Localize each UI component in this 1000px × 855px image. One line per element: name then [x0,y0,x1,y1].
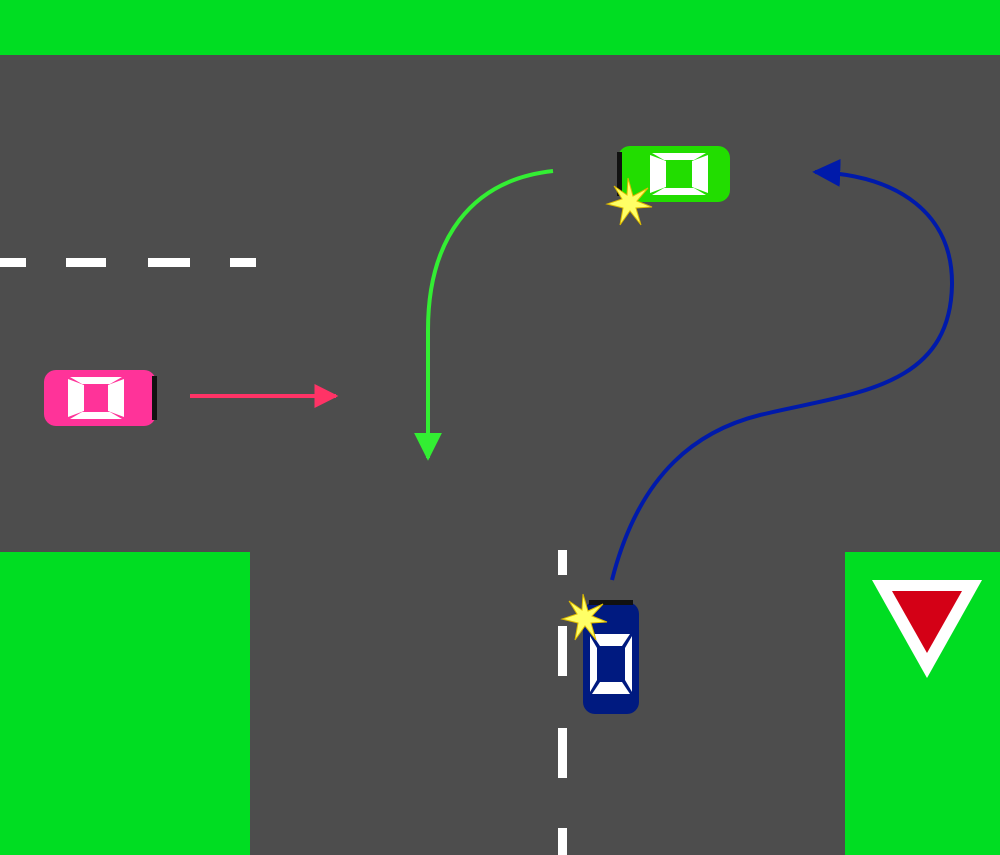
grass-bottom-left [0,552,250,855]
green-car [617,146,730,202]
pink-car [44,370,157,426]
blue-car-path-arrow [610,158,955,581]
blue-car [583,600,639,714]
lane-marking-horizontal [0,258,256,267]
lane-marking-vertical [558,550,567,855]
collision-spark-icon [605,177,653,226]
yield-sign-icon [872,580,982,678]
collision-spark-icon [560,593,608,641]
grass-top [0,0,1000,55]
green-car-path-arrow [414,169,554,461]
